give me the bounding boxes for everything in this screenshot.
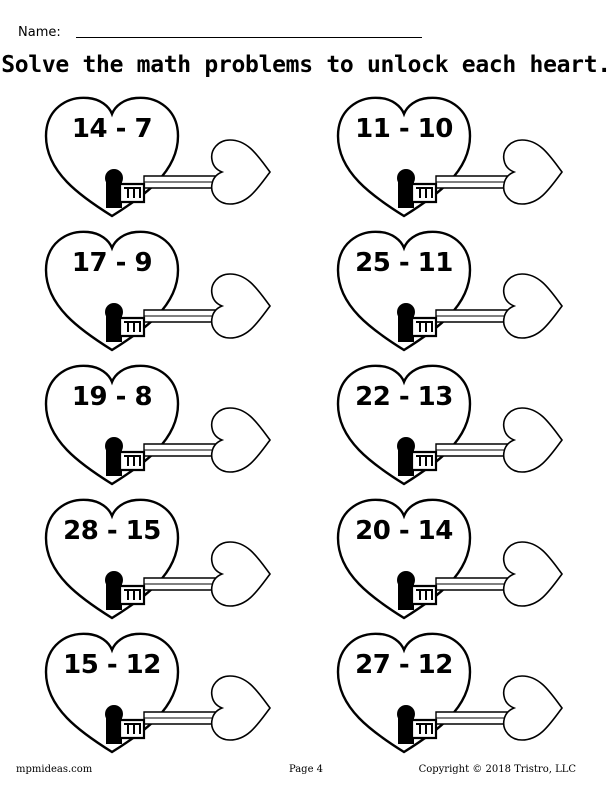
footer-page: Page 4: [288, 764, 324, 775]
problem-text: 17 - 9: [71, 248, 153, 278]
key-bow-icon: [502, 273, 563, 339]
problem-card: 11 - 10: [332, 92, 572, 224]
key-bow-icon: [210, 407, 271, 473]
problem-card: 15 - 12: [40, 628, 280, 760]
instruction-title: Solve the math problems to unlock each h…: [1, 52, 611, 78]
heart-key-icon: [336, 230, 563, 352]
problem-text: 15 - 12: [63, 650, 161, 680]
problem-text: 14 - 7: [71, 114, 153, 144]
problem-text: 27 - 12: [355, 650, 453, 680]
heart-key-icon: [336, 498, 563, 620]
problem-card: 20 - 14: [332, 494, 572, 626]
heart-key-icon: [336, 96, 563, 218]
problem-grid: 14 - 7 11 - 10 17 - 9 25 - 11 19 - 8 22 - 13 2…: [0, 92, 612, 762]
problem-card: 19 - 8: [40, 360, 280, 492]
key-bow-icon: [502, 139, 563, 205]
problem-card: 22 - 13: [332, 360, 572, 492]
heart-key-icon: [44, 632, 271, 754]
problem-text: 25 - 11: [355, 248, 453, 278]
problem-card: 27 - 12: [332, 628, 572, 760]
key-bow-icon: [210, 139, 271, 205]
footer-copyright: Copyright © 2018 Tristro, LLC: [418, 764, 576, 775]
heart-key-icon: [336, 632, 563, 754]
key-bow-icon: [210, 273, 271, 339]
problem-text: 22 - 13: [355, 382, 453, 412]
key-bow-icon: [502, 541, 563, 607]
problem-card: 28 - 15: [40, 494, 280, 626]
heart-key-icon: [44, 498, 271, 620]
heart-key-icon: [44, 364, 271, 486]
problem-card: 14 - 7: [40, 92, 280, 224]
heart-key-icon: [44, 230, 271, 352]
heart-key-icon: [336, 364, 563, 486]
problem-text: 20 - 14: [355, 516, 453, 546]
problem-text: 19 - 8: [71, 382, 153, 412]
key-bow-icon: [210, 541, 271, 607]
problem-card: 25 - 11: [332, 226, 572, 358]
key-bow-icon: [502, 407, 563, 473]
heart-key-icon: [44, 96, 271, 218]
name-line[interactable]: [76, 37, 422, 38]
problem-card: 17 - 9: [40, 226, 280, 358]
key-bow-icon: [502, 675, 563, 741]
footer-site: mpmideas.com: [16, 764, 93, 775]
problem-text: 28 - 15: [63, 516, 161, 546]
problem-text: 11 - 10: [355, 114, 453, 144]
name-label: Name:: [18, 25, 61, 40]
key-bow-icon: [210, 675, 271, 741]
